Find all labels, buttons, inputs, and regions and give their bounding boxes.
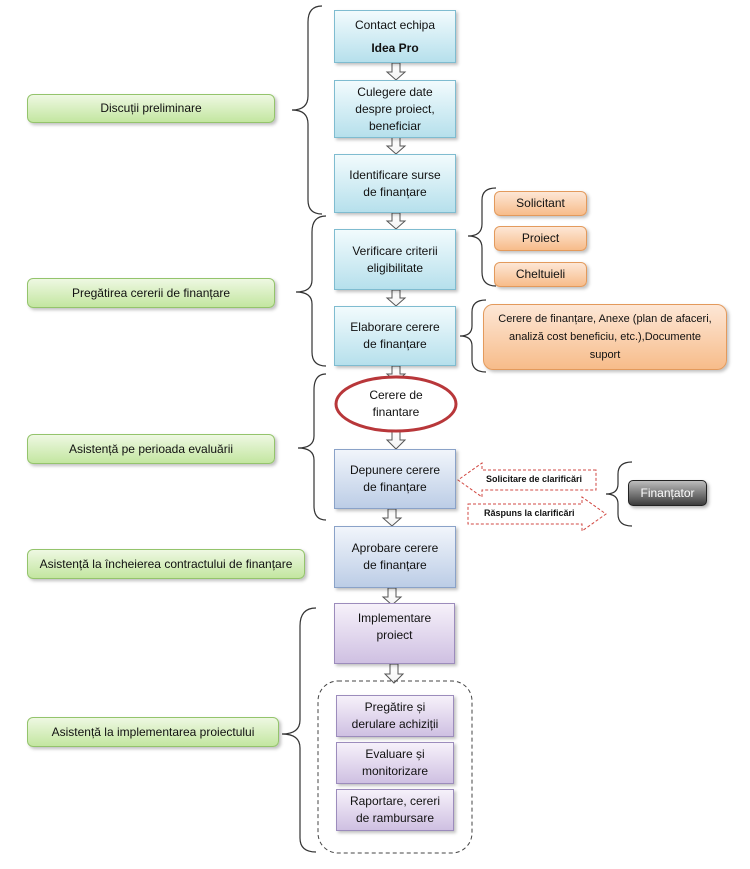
phase-label: Asistență la implementarea proiectului xyxy=(51,724,255,739)
clarification-request-label: Solicitare de clarificări xyxy=(486,474,583,484)
step-depunere: Depunere cerere de finanțare xyxy=(334,449,456,509)
phase-contract: Asistență la încheierea contractului de … xyxy=(27,549,305,579)
step-text: monitorizare xyxy=(361,764,429,778)
arrow-down-7 xyxy=(381,508,403,527)
phase-pregatire: Pregătirea cererii de finanțare xyxy=(27,278,275,308)
step-text: Pregătire și xyxy=(364,700,426,714)
step-text: de finanțare xyxy=(363,184,427,199)
arrow-down-3 xyxy=(385,212,407,230)
step-text: de finanțare xyxy=(363,337,427,351)
step-text: Verificare criterii xyxy=(352,243,438,258)
substep-pregatire: Pregătire și derulare achiziții xyxy=(336,695,454,737)
funder-label: Finanțator xyxy=(640,485,695,500)
step-text: Identificare surse xyxy=(349,167,441,182)
step-text: finantare xyxy=(372,405,420,419)
step-text: beneficiar xyxy=(368,118,422,133)
documents-text: Cerere de finanțare, Anexe (plan de afac… xyxy=(498,313,712,325)
arrow-down-4 xyxy=(385,289,407,307)
clarification-request-arrow xyxy=(457,462,597,498)
step-text: proiect xyxy=(376,628,413,642)
step-text: Cerere de xyxy=(369,388,423,402)
step-text: Contact echipa xyxy=(354,17,436,32)
step-contact: Contact echipa Idea Pro xyxy=(334,10,456,63)
step-text: de rambursare xyxy=(355,811,435,825)
cerere-ellipse xyxy=(334,375,458,433)
step-elaborare: Elaborare cerere de finanțare xyxy=(334,306,456,366)
documents-box: Cerere de finanțare, Anexe (plan de afac… xyxy=(483,304,727,370)
step-text: Raportare, cereri xyxy=(349,794,441,808)
clarification-response-arrow xyxy=(467,496,607,532)
criterion-label: Cheltuieli xyxy=(515,267,566,281)
phase-label: Pregătirea cererii de finanțare xyxy=(71,285,231,300)
phase-discutii: Discuții preliminare xyxy=(27,94,275,123)
phase-evaluare: Asistență pe perioada evaluării xyxy=(27,434,275,464)
substeps-container xyxy=(317,680,473,854)
step-text-bold: Idea Pro xyxy=(371,40,419,55)
documents-text: suport xyxy=(589,349,621,361)
step-text: Aprobare cerere xyxy=(351,541,439,555)
step-verificare: Verificare criterii eligibilitate xyxy=(334,229,456,290)
step-text: eligibilitate xyxy=(366,260,424,275)
step-text: derulare achiziții xyxy=(351,717,439,731)
criterion-proiect: Proiect xyxy=(494,226,587,251)
phase-label: Asistență pe perioada evaluării xyxy=(68,441,234,456)
step-text: despre proiect, xyxy=(355,101,435,116)
criterion-solicitant: Solicitant xyxy=(494,191,587,216)
criterion-label: Solicitant xyxy=(516,196,565,210)
step-text: Culegere date xyxy=(357,84,433,99)
step-text: Elaborare cerere xyxy=(350,320,440,334)
clarification-response-label: Răspuns la clarificări xyxy=(484,508,575,518)
substep-evaluare: Evaluare și monitorizare xyxy=(336,742,454,784)
arrow-down-8 xyxy=(381,587,403,606)
brace-funder xyxy=(605,461,633,527)
step-text: Implementare xyxy=(357,611,432,625)
step-text: de finanțare xyxy=(363,480,427,494)
arrow-down-1 xyxy=(385,62,407,81)
brace-criteria xyxy=(467,187,497,287)
step-implementare: Implementare proiect xyxy=(334,603,455,664)
documents-text: analiză cost beneficiu, etc.),Documente xyxy=(509,331,701,343)
arrow-down-9 xyxy=(383,663,405,684)
brace-implementare xyxy=(281,607,317,853)
step-identificare: Identificare surse de finanțare xyxy=(334,154,456,213)
phase-label: Discuții preliminare xyxy=(100,101,202,115)
substep-raportare: Raportare, cereri de rambursare xyxy=(336,789,454,831)
phase-label: Asistență la încheierea contractului de … xyxy=(39,556,293,571)
criterion-cheltuieli: Cheltuieli xyxy=(494,262,587,287)
criterion-label: Proiect xyxy=(521,231,560,245)
step-culegere: Culegere date despre proiect, beneficiar xyxy=(334,80,456,138)
step-text: Depunere cerere xyxy=(349,463,441,477)
phase-implementare: Asistență la implementarea proiectului xyxy=(27,717,279,747)
cerere-label: Cerere de finantare xyxy=(346,387,446,421)
brace-pregatire xyxy=(295,215,327,367)
arrow-down-2 xyxy=(385,136,407,155)
funder-box: Finanțator xyxy=(628,480,707,506)
brace-documents xyxy=(459,299,487,373)
step-aprobare: Aprobare cerere de finanțare xyxy=(334,526,456,588)
brace-discutii xyxy=(291,5,323,215)
brace-evaluare xyxy=(297,373,327,521)
step-text: Evaluare și xyxy=(365,747,425,761)
step-text: de finanțare xyxy=(363,558,427,572)
